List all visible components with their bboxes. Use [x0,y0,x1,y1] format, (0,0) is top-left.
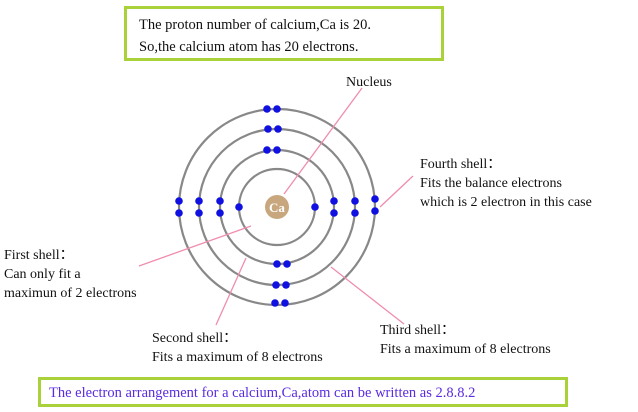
electron [351,197,359,205]
electron [273,146,281,154]
second-shell-line-1: Fits a maximum of 8 electrons [152,350,323,365]
electron [216,209,224,217]
first-shell-title: First shell： [4,248,74,263]
electron [351,209,359,217]
fourth-shell-line-1: Fits the balance electrons [420,176,562,191]
electron [273,260,281,268]
electron [175,209,183,217]
electron [263,146,271,154]
electron [281,299,289,307]
first-shell-line-1: Can only fit a [4,267,81,282]
electron [330,197,338,205]
electron [330,209,338,217]
electron [273,105,281,113]
third-shell-line-1: Fits a maximum of 8 electrons [380,342,551,357]
intro-box: The proton number of calcium,Ca is 20. S… [124,6,444,61]
electron [274,125,282,133]
electron [371,195,379,203]
first-shell-label: First shell： Can only fit a maximun of 2… [4,246,137,303]
first-shell-line-2: maximun of 2 electrons [4,286,137,301]
pointer-nucleus [283,87,363,195]
electron [263,105,271,113]
electron [271,299,279,307]
electron [311,203,319,211]
pointer-third-shell [330,266,405,325]
electron [195,197,203,205]
pointer-fourth-shell [379,175,414,208]
pointer-second-shell [215,257,247,326]
electron [272,281,280,289]
summary-box: The electron arrangement for a calcium,C… [38,377,568,407]
electron [282,281,290,289]
third-shell-label: Third shell： Fits a maximum of 8 electro… [380,321,551,359]
second-shell-title: Second shell： [152,331,238,346]
electron [216,197,224,205]
third-shell-title: Third shell： [380,323,456,338]
nucleus [265,195,289,219]
electron [371,207,379,215]
intro-line-1: The proton number of calcium,Ca is 20. [139,17,371,33]
nucleus-symbol: Ca [269,200,285,215]
summary-text: The electron arrangement for a calcium,C… [49,385,476,401]
electron [283,260,291,268]
second-shell-label: Second shell： Fits a maximum of 8 electr… [152,329,323,367]
fourth-shell-title: Fourth shell： [420,157,502,172]
electron [195,209,203,217]
fourth-shell-line-2: which is 2 electron in this case [420,195,592,210]
electron [175,197,183,205]
electron [235,203,243,211]
nucleus-label: Nucleus [346,75,392,90]
pointer-first-shell [138,225,252,267]
electron [264,125,272,133]
intro-line-2: So,the calcium atom has 20 electrons. [139,39,359,55]
fourth-shell-label: Fourth shell： Fits the balance electrons… [420,155,592,212]
